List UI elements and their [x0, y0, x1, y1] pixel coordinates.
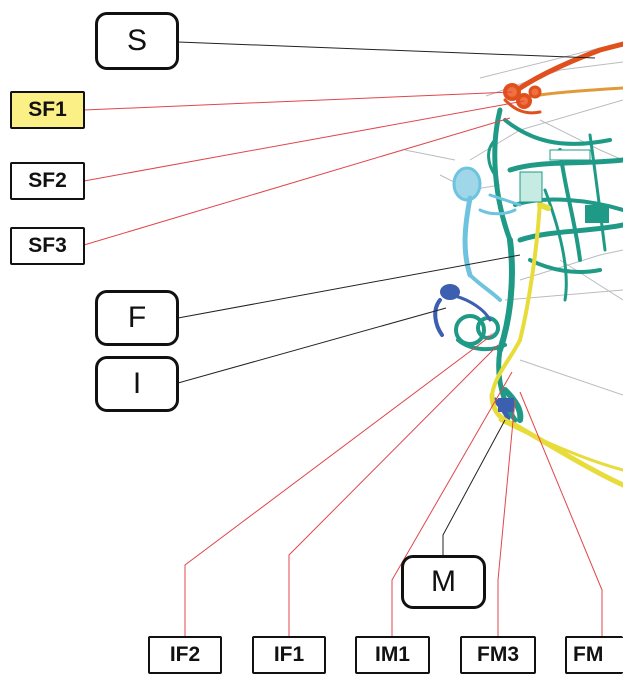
- light-blue-branch: [452, 166, 522, 302]
- lead-i: [177, 307, 447, 384]
- callout-i[interactable]: I: [95, 356, 179, 412]
- teal-harness: [454, 107, 623, 423]
- callout-if1[interactable]: IF1: [252, 636, 326, 674]
- callout-m[interactable]: M: [401, 555, 486, 609]
- lead-fm: [519, 391, 603, 636]
- callout-fm3[interactable]: FM3: [460, 636, 536, 674]
- lead-fm3: [497, 399, 516, 636]
- leader-lines: [83, 41, 603, 636]
- callout-s[interactable]: S: [95, 12, 179, 70]
- yellow-harness: [489, 198, 623, 488]
- callout-fm[interactable]: FM: [565, 636, 623, 674]
- callout-sf2[interactable]: SF2: [10, 162, 85, 200]
- callout-f[interactable]: F: [95, 290, 179, 346]
- orange-harness: [503, 41, 623, 115]
- connector-blocks: [498, 149, 609, 412]
- lead-sf1: [83, 91, 513, 111]
- lead-sf3: [83, 117, 511, 246]
- lead-sf2: [83, 100, 525, 182]
- callout-sf1[interactable]: SF1: [10, 91, 85, 129]
- lead-if1: [288, 344, 499, 636]
- lead-m: [442, 419, 506, 556]
- callout-im1[interactable]: IM1: [355, 636, 430, 674]
- callout-sf3[interactable]: SF3: [10, 227, 85, 265]
- lead-if2: [184, 334, 493, 636]
- lead-f: [177, 254, 521, 319]
- lead-s: [177, 41, 596, 59]
- callout-if2[interactable]: IF2: [148, 636, 222, 674]
- lead-im1: [391, 371, 513, 636]
